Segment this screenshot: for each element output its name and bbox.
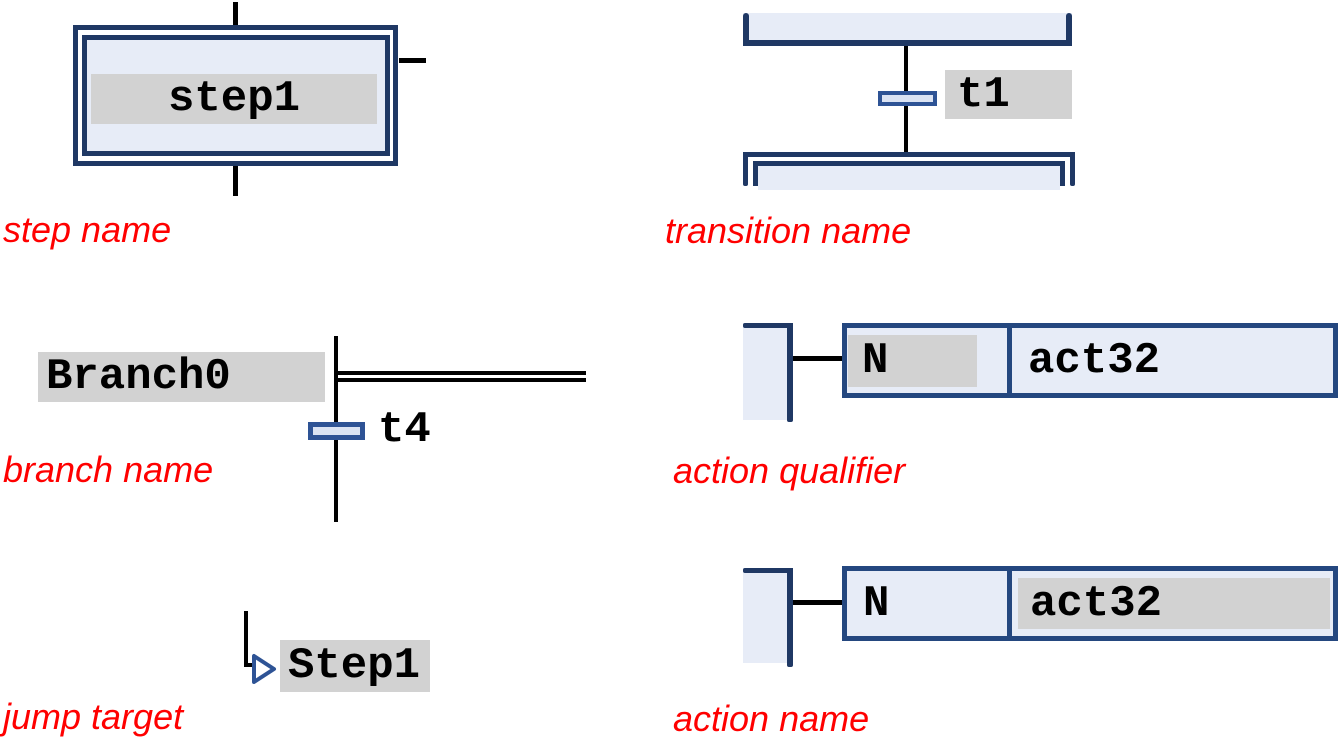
lower-step-fill <box>758 166 1060 190</box>
aq-qualifier-field[interactable]: N <box>848 335 977 387</box>
an-action-block-divider <box>1007 566 1012 641</box>
an-action-name-field[interactable]: act32 <box>1018 578 1330 629</box>
lower-step-outer-left-hook <box>743 152 748 186</box>
branch-parallel-line-top <box>338 371 586 375</box>
lower-step-outer-top-border <box>743 152 1075 157</box>
upper-step-bottom-border <box>743 40 1072 46</box>
an-connector-line <box>793 600 843 605</box>
aq-step-fragment-fill <box>743 323 787 420</box>
step-top-connector-line <box>233 2 238 25</box>
aq-step-fragment-right-border <box>787 323 793 422</box>
an-qualifier-cell: N <box>849 571 1004 636</box>
jump-target-annotation: jump target <box>3 696 184 737</box>
upper-step-left-tick <box>743 13 749 46</box>
lower-step-inner-right-hook <box>1060 161 1065 186</box>
jump-foot-line <box>244 663 257 667</box>
step-bottom-connector-line <box>233 166 238 196</box>
branch-transition-label-box: t4 <box>378 405 431 455</box>
step-name-annotation: step name <box>3 209 172 250</box>
an-qualifier-text: N <box>863 578 890 629</box>
step-right-connector-line <box>399 58 426 63</box>
branch-transition-text: t4 <box>378 405 431 455</box>
jump-target-field[interactable]: Step1 <box>280 640 430 692</box>
an-step-fragment-top-border <box>743 568 793 573</box>
branch-transition-bar[interactable] <box>308 422 365 440</box>
transition-bar[interactable] <box>878 91 937 106</box>
jump-target-text: Step1 <box>288 641 421 691</box>
step-name-field[interactable]: step1 <box>91 74 377 124</box>
aq-action-name-cell: act32 <box>1012 328 1332 393</box>
step-name-text: step1 <box>167 74 301 124</box>
aq-action-name-text: act32 <box>1028 335 1161 386</box>
branch-name-annotation: branch name <box>3 449 214 490</box>
upper-step-right-tick <box>1066 13 1072 46</box>
branch-name-field[interactable]: Branch0 <box>38 352 325 402</box>
branch-name-text: Branch0 <box>46 352 231 402</box>
aq-qualifier-text: N <box>862 336 889 386</box>
aq-action-block-divider <box>1007 323 1012 398</box>
lower-step-inner-left-hook <box>753 161 758 186</box>
action-qualifier-annotation: action qualifier <box>673 450 906 491</box>
action-name-annotation: action name <box>673 698 870 739</box>
aq-connector-line <box>793 356 843 361</box>
upper-step-bottom-fill <box>743 13 1072 40</box>
transition-name-field[interactable]: t1 <box>945 69 1072 120</box>
branch-parallel-line-bottom <box>338 378 586 382</box>
lower-step-inner-top-border <box>753 161 1065 166</box>
an-action-name-text: act32 <box>1030 578 1163 629</box>
jump-arrow-icon <box>252 654 276 684</box>
transition-name-text: t1 <box>957 69 1010 120</box>
transition-name-annotation: transition name <box>665 210 912 251</box>
an-step-fragment-right-border <box>787 568 793 667</box>
lower-step-outer-right-hook <box>1070 152 1075 186</box>
aq-step-fragment-top-border <box>743 323 793 328</box>
jump-vertical-line <box>244 611 248 667</box>
an-step-fragment-fill <box>743 568 787 663</box>
